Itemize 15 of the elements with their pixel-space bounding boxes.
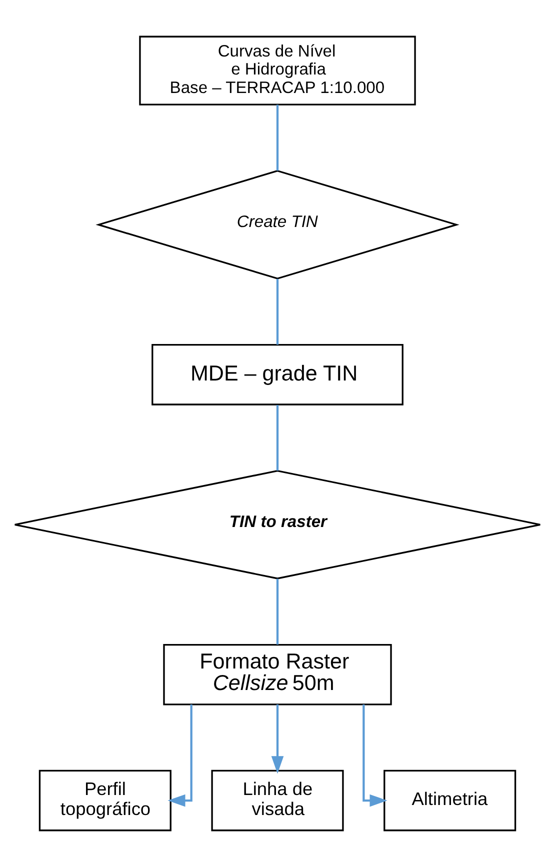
connector xyxy=(276,278,279,344)
node-box: Curvas de Nível e Hidrografia Base – TERRACAP 1:10.000 xyxy=(139,35,416,105)
node-diamond: TIN to raster xyxy=(14,469,541,579)
node-box: Perfil topográfico xyxy=(38,769,172,831)
connector xyxy=(276,104,279,170)
node-box: Altimetria xyxy=(384,769,516,831)
arrow xyxy=(271,704,284,774)
node-diamond: Create TIN xyxy=(96,169,460,279)
node-box: MDE – grade TIN xyxy=(152,344,404,405)
node-box: Formato Raster Cellsize 50m xyxy=(163,643,392,705)
connector xyxy=(276,578,279,644)
connector xyxy=(276,404,279,470)
arrow xyxy=(168,704,192,806)
arrow xyxy=(362,704,388,806)
node-box: Linha de visada xyxy=(211,769,344,831)
